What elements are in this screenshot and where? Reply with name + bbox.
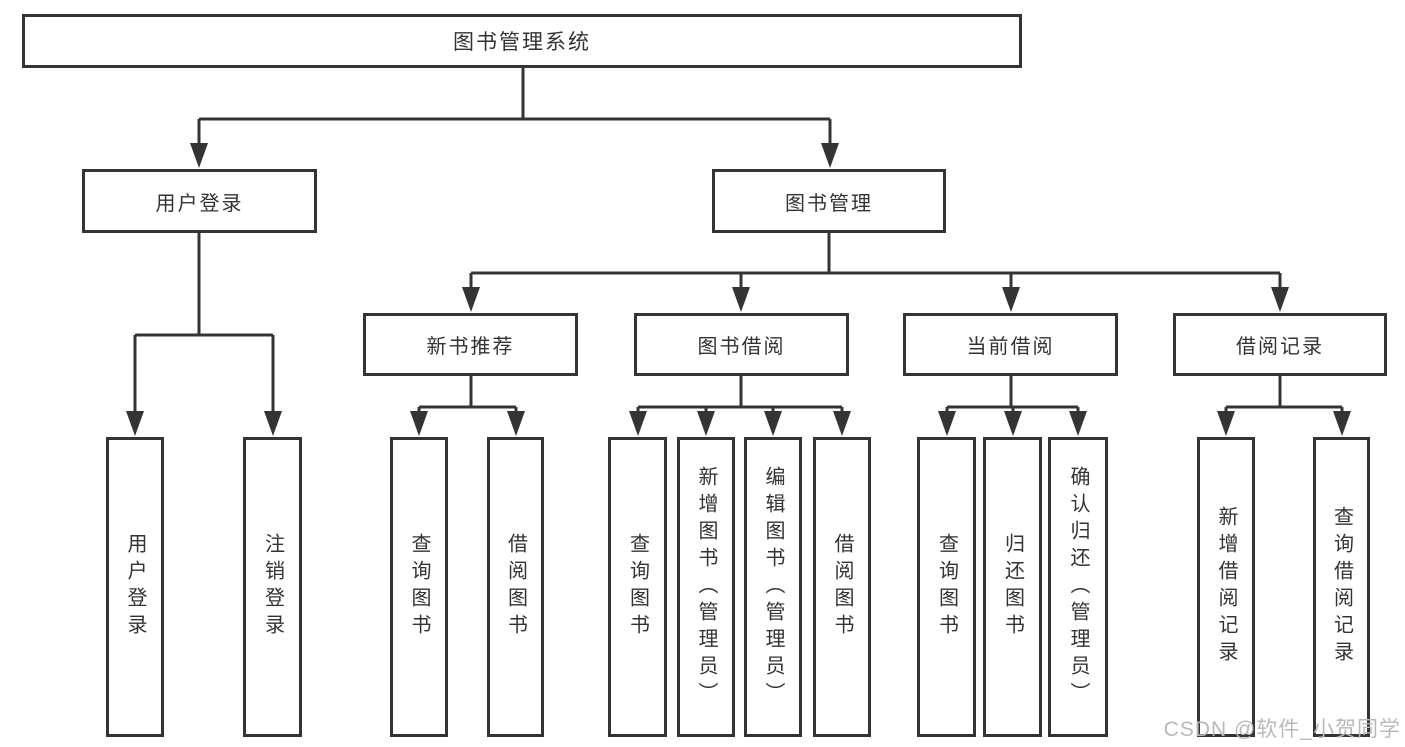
arrowhead-leaf-recommend-query <box>410 411 428 436</box>
leaf-current-query-books: 查询图书 <box>917 437 976 737</box>
node-borrow-records-label: 借阅记录 <box>1236 336 1324 358</box>
leaf-borrow-edit-books: 编辑图书（管理员） <box>744 437 802 737</box>
connector-user-login-to-children <box>133 233 275 416</box>
csdn-watermark: CSDN @软件_小贺同学 <box>1163 718 1401 741</box>
leaf-records-add-record: 新增借阅记录 <box>1197 437 1255 737</box>
leaf-records-add-record-label: 新增借阅记录 <box>1215 506 1237 668</box>
arrowhead-leaf-current-return <box>1004 411 1022 436</box>
node-book-management-label: 图书管理 <box>785 192 873 215</box>
leaf-borrow-edit-books-label: 编辑图书（管理员） <box>762 465 784 709</box>
arrowhead-leaf-current-query <box>938 411 956 436</box>
arrowhead-leaf-borrow-add <box>697 411 715 436</box>
leaf-borrow-borrow-books-label: 借阅图书 <box>831 533 853 641</box>
arrowhead-leaf-borrow-query <box>629 411 647 436</box>
node-new-book-recommend: 新书推荐 <box>363 313 578 376</box>
leaf-recommend-query-books-label: 查询图书 <box>408 533 430 641</box>
arrowhead-user-login-node <box>190 143 208 168</box>
node-root-label: 图书管理系统 <box>453 31 591 54</box>
leaf-recommend-borrow-books: 借阅图书 <box>487 437 544 737</box>
node-user-login: 用户登录 <box>82 169 317 233</box>
connector-new-book-recommend-to-children <box>417 376 518 416</box>
node-current-borrow: 当前借阅 <box>903 313 1118 376</box>
leaf-user-login: 用户登录 <box>106 437 164 737</box>
node-book-management: 图书管理 <box>712 169 946 233</box>
node-book-borrow-label: 图书借阅 <box>697 336 786 358</box>
leaf-logout-label: 注销登录 <box>261 533 284 641</box>
leaf-current-query-books-label: 查询图书 <box>935 533 958 641</box>
leaf-borrow-query-books-label: 查询图书 <box>626 533 649 641</box>
leaf-recommend-query-books: 查询图书 <box>390 437 448 737</box>
leaf-current-confirm-return-label: 确认归还（管理员） <box>1067 465 1089 709</box>
arrowhead-leaf-current-confirm <box>1069 411 1087 436</box>
leaf-borrow-borrow-books: 借阅图书 <box>813 437 871 737</box>
leaf-logout: 注销登录 <box>243 437 302 737</box>
arrowhead-leaf-records-query <box>1333 411 1351 436</box>
node-user-login-label: 用户登录 <box>155 192 244 215</box>
node-borrow-records: 借阅记录 <box>1173 313 1387 376</box>
node-new-book-recommend-label: 新书推荐 <box>426 336 515 358</box>
leaf-borrow-add-books: 新增图书（管理员） <box>677 437 735 737</box>
arrowhead-book-borrow <box>732 287 750 312</box>
arrowhead-leaf-recommend-borrow <box>507 411 525 436</box>
node-current-borrow-label: 当前借阅 <box>966 336 1055 358</box>
arrowhead-leaf-records-add <box>1217 411 1235 436</box>
connector-book-management-to-level3 <box>469 233 1282 292</box>
node-root-system: 图书管理系统 <box>22 14 1022 68</box>
connector-book-borrow-to-children <box>636 376 844 416</box>
leaf-records-query-record: 查询借阅记录 <box>1313 437 1370 737</box>
leaf-borrow-query-books: 查询图书 <box>608 437 667 737</box>
arrowhead-book-management-node <box>821 143 839 168</box>
connector-borrow-records-to-children <box>1224 376 1344 416</box>
arrowhead-borrow-records <box>1271 287 1289 312</box>
leaf-user-login-label: 用户登录 <box>124 533 146 641</box>
connector-root-to-level2 <box>197 66 832 148</box>
node-book-borrow: 图书借阅 <box>634 313 849 376</box>
arrowhead-leaf-user-login <box>126 411 144 436</box>
arrowhead-leaf-borrow-borrow <box>833 411 851 436</box>
arrowhead-leaf-borrow-edit <box>764 411 782 436</box>
leaf-borrow-add-books-label: 新增图书（管理员） <box>695 465 717 709</box>
leaf-records-query-record-label: 查询借阅记录 <box>1330 506 1353 668</box>
arrowhead-current-borrow <box>1002 287 1020 312</box>
arrowhead-new-book-recommend <box>462 287 480 312</box>
leaf-current-return-books: 归还图书 <box>983 437 1042 737</box>
leaf-current-return-books-label: 归还图书 <box>1001 533 1024 641</box>
leaf-recommend-borrow-books-label: 借阅图书 <box>504 533 527 641</box>
connector-current-borrow-to-children <box>945 376 1080 416</box>
leaf-current-confirm-return: 确认归还（管理员） <box>1048 437 1108 737</box>
arrowhead-leaf-logout <box>264 411 282 436</box>
